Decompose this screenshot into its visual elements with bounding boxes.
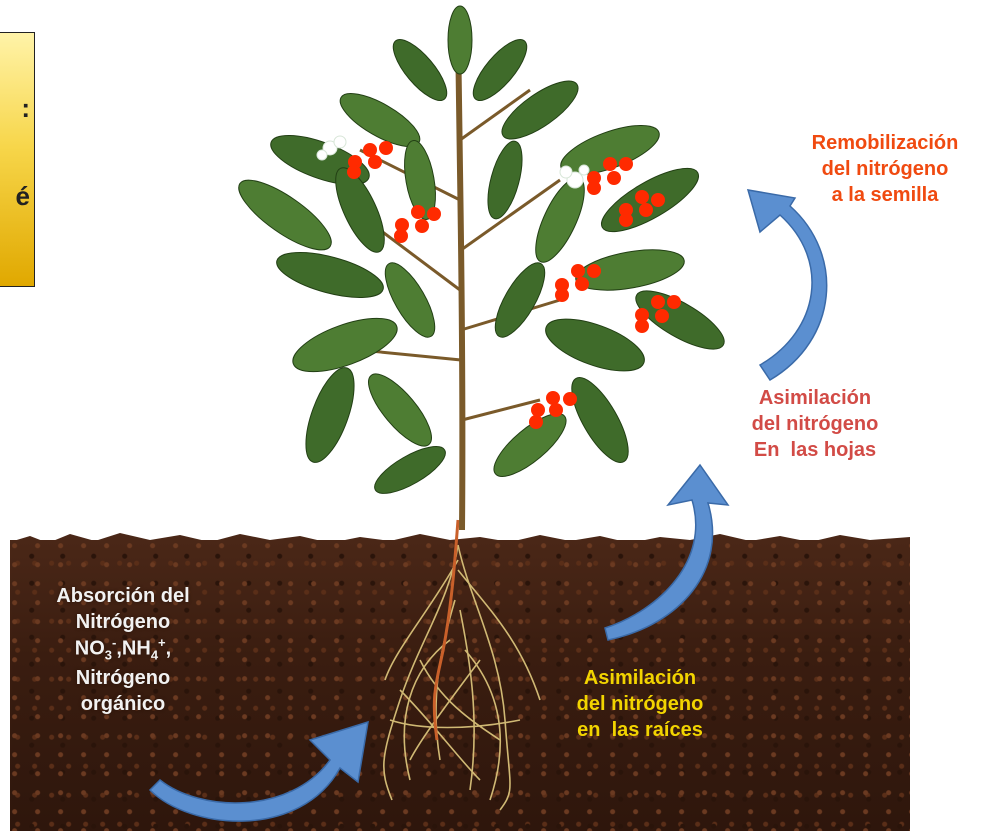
leaf-assimilation-line-1: Asimilación	[720, 385, 910, 411]
main-root	[434, 520, 458, 740]
nitrogen-ions-formula: NO3-,NH4+,	[18, 635, 228, 665]
remobilization-label: Remobilización del nitrógeno a la semill…	[770, 130, 1000, 208]
absorption-line-5: orgánico	[18, 691, 228, 717]
arrow-absorption	[150, 722, 368, 821]
leaf-assimilation-label: Asimilación del nitrógeno En las hojas	[720, 385, 910, 463]
ammonium-superscript: +	[158, 635, 166, 650]
remobilization-line-2: del nitrógeno	[770, 156, 1000, 182]
ammonium-formula: NH	[122, 638, 151, 660]
remobilization-line-1: Remobilización	[770, 130, 1000, 156]
root-assimilation-label: Asimilación del nitrógeno en las raíces	[545, 665, 735, 743]
root-assimilation-line-1: Asimilación	[545, 665, 735, 691]
nitrate-subscript: 3	[105, 648, 112, 663]
absorption-line-2: Nitrógeno	[18, 609, 228, 635]
formula-trailing-comma: ,	[166, 638, 172, 660]
arrow-root-to-leaf	[605, 465, 728, 640]
root-assimilation-line-3: en las raíces	[545, 717, 735, 743]
leaves	[230, 6, 732, 502]
root-assimilation-line-2: del nitrógeno	[545, 691, 735, 717]
absorption-label: Absorción del Nitrógeno NO3-,NH4+, Nitró…	[18, 583, 228, 717]
remobilization-line-3: a la semilla	[770, 182, 1000, 208]
leaf-assimilation-line-3: En las hojas	[720, 437, 910, 463]
absorption-line-1: Absorción del	[18, 583, 228, 609]
arrow-leaf-to-seed	[748, 190, 827, 380]
leaf-assimilation-line-2: del nitrógeno	[720, 411, 910, 437]
roots	[384, 545, 540, 810]
nitrate-formula: NO	[75, 638, 105, 660]
absorption-line-4: Nitrógeno	[18, 665, 228, 691]
ammonium-subscript: 4	[151, 648, 158, 663]
